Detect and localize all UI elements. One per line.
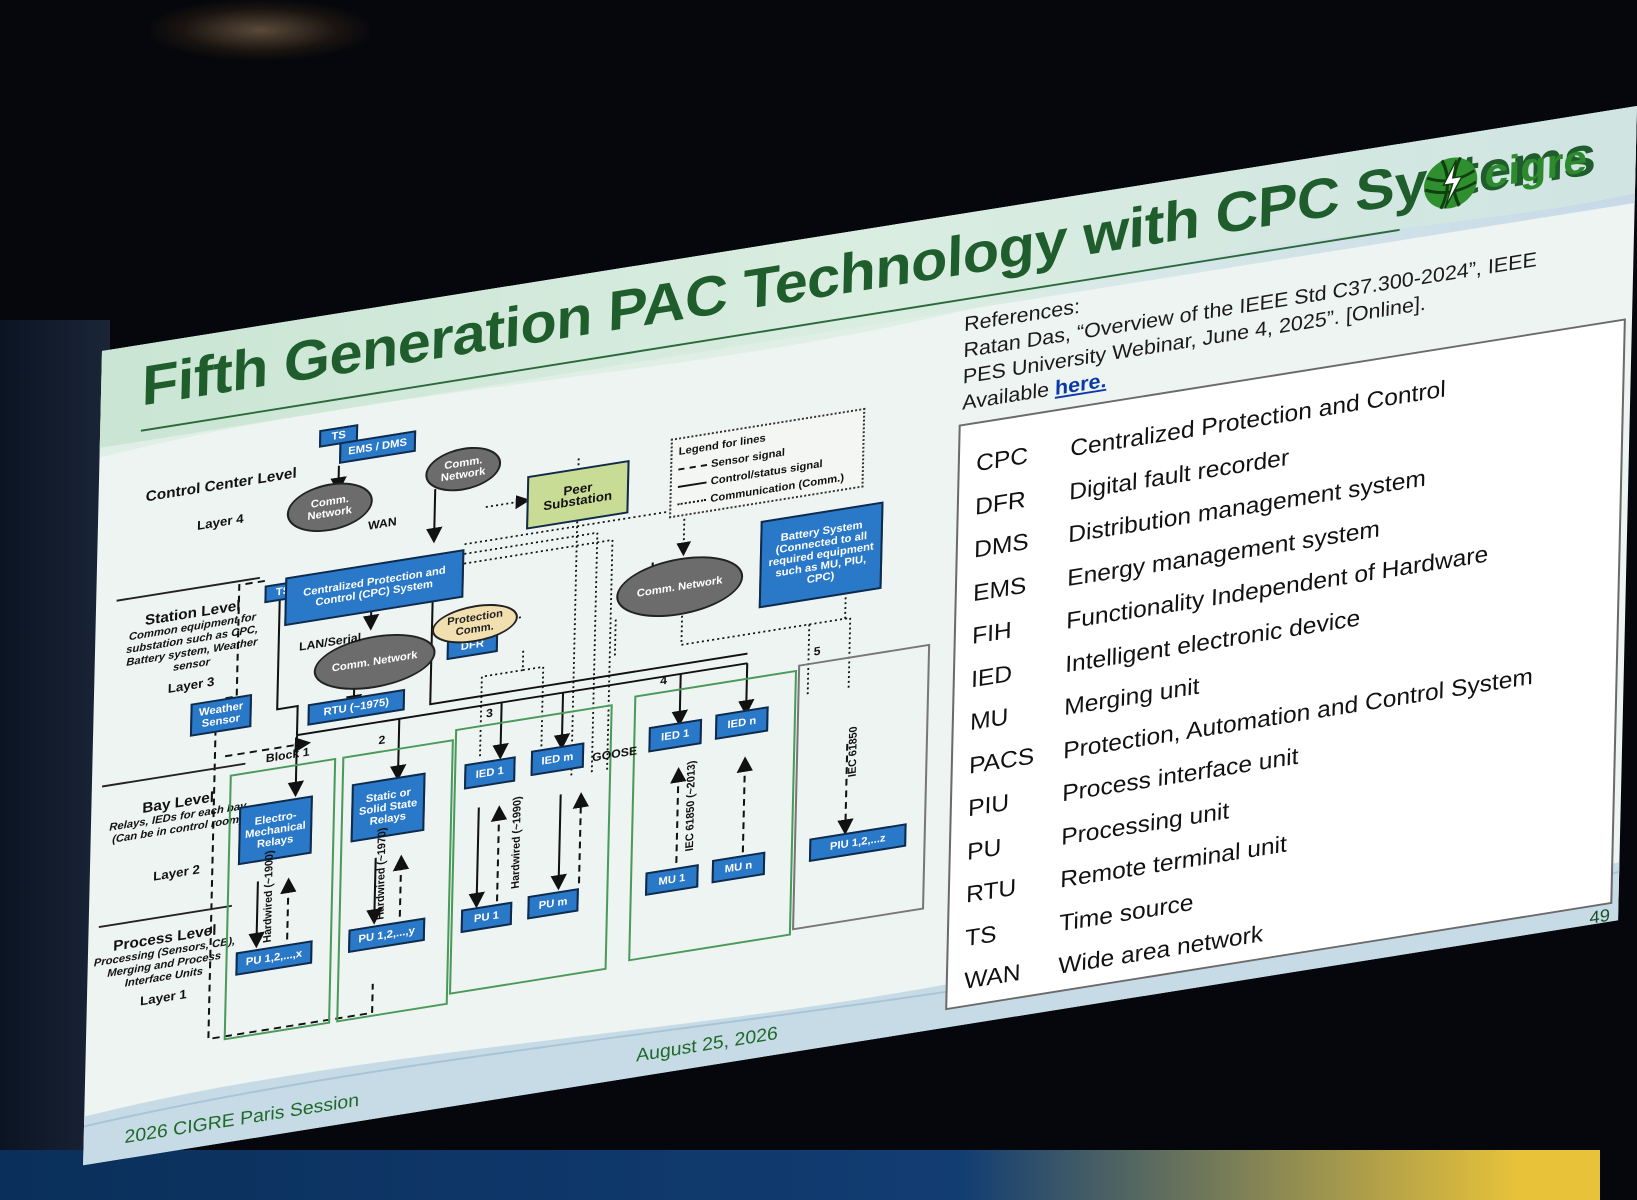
hardwired-1900-label: Hardwired (~1900) (261, 849, 276, 944)
iec61850-label: IEC 61850 (846, 725, 860, 778)
block-5 (792, 643, 931, 931)
block-4-label: 4 (660, 673, 668, 688)
abbreviation-key: FIH (971, 617, 1013, 650)
abbreviation-key: EMS (972, 571, 1027, 607)
abbreviation-key: PU (966, 833, 1002, 866)
diagram-connectors (207, 458, 854, 1041)
iec61850-2013-label: IEC 61850 (~2013) (683, 759, 699, 853)
stage-band (0, 1150, 1600, 1200)
abbreviation-key: MU (969, 703, 1009, 736)
abbreviation-key: TS (964, 920, 997, 952)
legend-solid-line (677, 481, 707, 489)
hardwired-1990-label: Hardwired (~1990) (509, 795, 524, 890)
cigre-logo: cigre (1420, 129, 1616, 218)
block-4 (628, 669, 798, 962)
page-number: 49 (1589, 905, 1611, 928)
block-3-label: 3 (485, 705, 494, 721)
abbreviation-key: PIU (967, 789, 1010, 823)
pac-architecture-diagram: Control Center Level Layer 4 Station Lev… (84, 311, 959, 1127)
abbreviation-key: IED (970, 660, 1013, 693)
abbreviation-key: DMS (973, 528, 1030, 564)
projection-screen: Fifth Generation PAC Technology with CPC… (83, 106, 1637, 1166)
hardwired-1970-label: Hardwired (~1970) (374, 826, 389, 921)
block-3 (448, 704, 613, 995)
block-2-label: 2 (378, 732, 386, 748)
abbreviation-key: DFR (974, 486, 1026, 521)
cigre-globe-icon (1424, 156, 1478, 210)
legend-dashed-line (678, 464, 708, 471)
slide: Fifth Generation PAC Technology with CPC… (83, 106, 1637, 1166)
legend-dotted-line (677, 498, 707, 506)
abbreviation-key: PACS (968, 742, 1035, 780)
abbreviation-key: WAN (963, 959, 1021, 995)
abbreviation-key: RTU (965, 874, 1017, 909)
ceiling-light (150, 0, 370, 60)
block-5-label: 5 (813, 643, 821, 659)
abbreviation-key: CPC (975, 442, 1029, 478)
